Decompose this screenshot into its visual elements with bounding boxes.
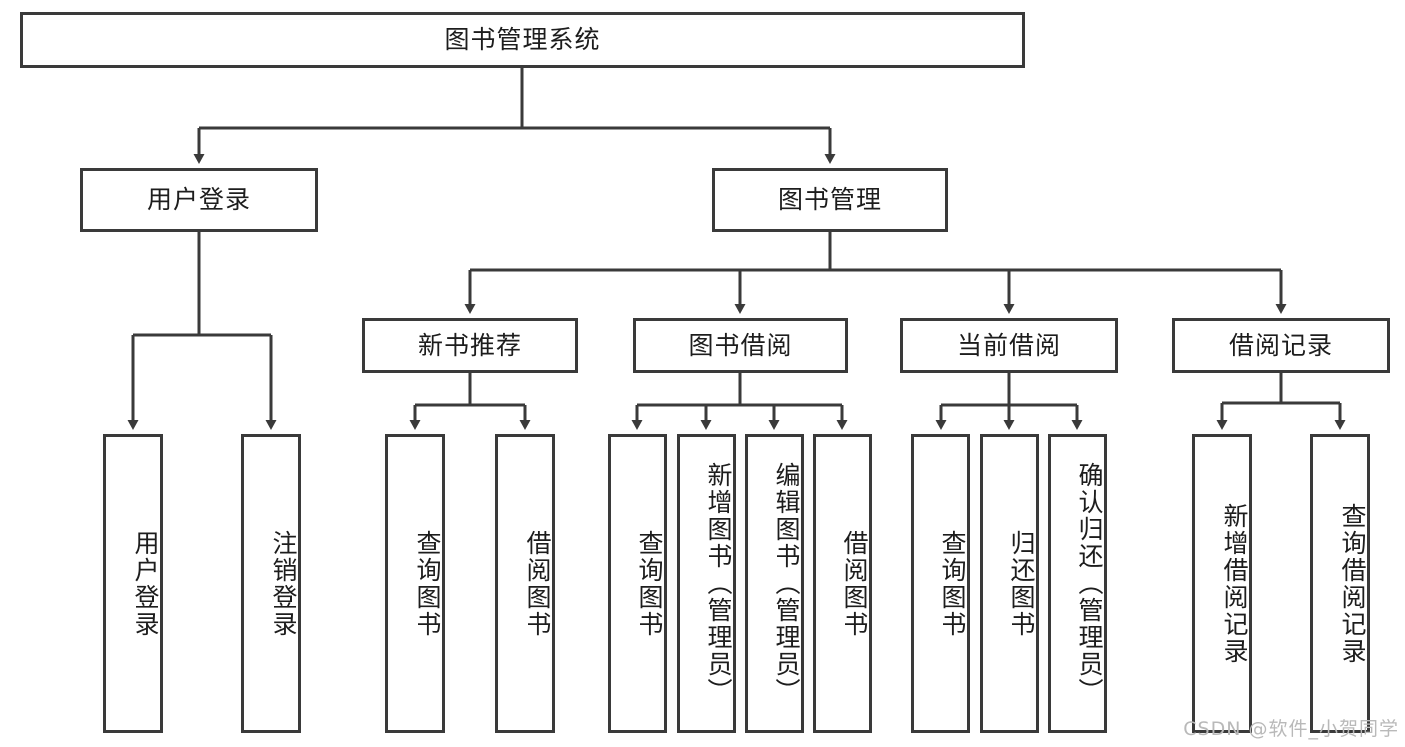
node-label: 用户登录 [146,185,251,215]
leaf-current-return-book[interactable]: 归还图书 [980,434,1039,733]
node-label: 新增借阅记录 [1220,502,1249,665]
leaf-current-confirm-return-admin[interactable]: 确认归还（管理员） [1048,434,1107,733]
leaf-borrow-edit-book-admin[interactable]: 编辑图书（管理员） [745,434,804,733]
node-label: 图书管理 [777,185,882,215]
node-book-borrow[interactable]: 图书借阅 [633,318,848,373]
node-new-book-recommend[interactable]: 新书推荐 [362,318,578,373]
node-label: 借阅图书 [523,529,552,638]
node-label: 注销登录 [269,529,298,638]
node-label: 查询借阅记录 [1338,502,1367,665]
node-current-borrow[interactable]: 当前借阅 [900,318,1118,373]
node-label: 新书推荐 [417,330,522,360]
node-label: 图书管理系统 [444,25,601,55]
leaf-record-add-record[interactable]: 新增借阅记录 [1192,434,1252,733]
node-root-system[interactable]: 图书管理系统 [20,12,1025,68]
node-book-management[interactable]: 图书管理 [712,168,948,232]
node-label: 查询图书 [938,529,967,638]
leaf-current-query-book[interactable]: 查询图书 [911,434,970,733]
leaf-recommend-query-book[interactable]: 查询图书 [385,434,445,733]
node-user-login[interactable]: 用户登录 [80,168,318,232]
leaf-borrow-borrow-book[interactable]: 借阅图书 [813,434,872,733]
node-label: 归还图书 [1007,529,1036,638]
node-label: 图书借阅 [688,330,793,360]
node-label: 借阅图书 [840,529,869,638]
node-label: 查询图书 [413,529,442,638]
leaf-borrow-add-book-admin[interactable]: 新增图书（管理员） [677,434,736,733]
leaf-user-login-signout[interactable]: 注销登录 [241,434,301,733]
leaf-recommend-borrow-book[interactable]: 借阅图书 [495,434,555,733]
leaf-borrow-query-book[interactable]: 查询图书 [608,434,667,733]
node-label: 借阅记录 [1228,330,1333,360]
node-label: 编辑图书（管理员） [772,462,801,705]
leaf-record-query-record[interactable]: 查询借阅记录 [1310,434,1370,733]
node-label: 用户登录 [131,529,160,638]
node-label: 新增图书（管理员） [704,462,733,705]
node-label: 查询图书 [635,529,664,638]
node-label: 当前借阅 [956,330,1061,360]
leaf-user-login-signin[interactable]: 用户登录 [103,434,163,733]
csdn-watermark: CSDN @软件_小贺同学 [1183,718,1399,740]
node-borrow-record[interactable]: 借阅记录 [1172,318,1390,373]
node-label: 确认归还（管理员） [1075,462,1104,705]
